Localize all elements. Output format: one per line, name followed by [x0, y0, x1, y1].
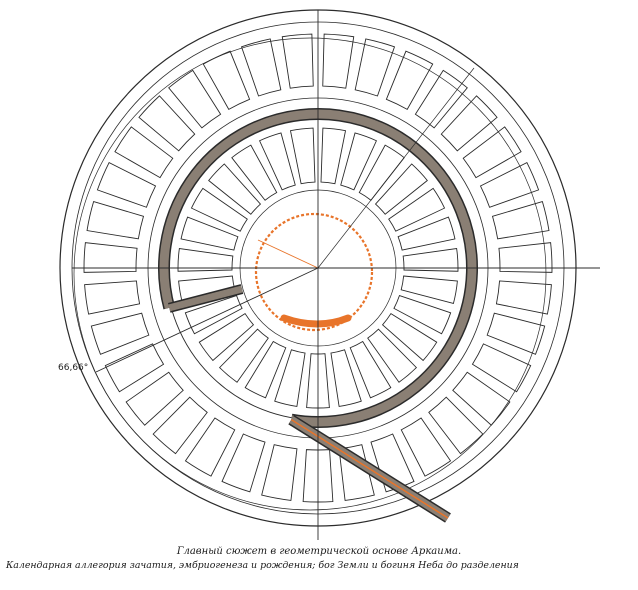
- inner-room-cell: [190, 187, 248, 232]
- inner-room-cell: [320, 127, 347, 185]
- outer-room-cell: [281, 33, 314, 89]
- inner-room-cell: [349, 340, 392, 399]
- outer-room-cell: [202, 50, 251, 110]
- inner-room-cell: [330, 349, 362, 407]
- inner-room-cell: [180, 216, 239, 251]
- spiral-wall-band: [159, 109, 477, 427]
- outer-room-cell: [90, 312, 150, 355]
- outer-room-cell: [184, 417, 236, 477]
- outer-room-cell: [302, 449, 334, 503]
- inner-room-cell: [258, 132, 296, 191]
- inner-room-cell: [208, 163, 262, 215]
- outer-room-cell: [261, 444, 298, 501]
- inner-room-cell: [340, 132, 378, 191]
- inner-room-cell: [402, 248, 459, 272]
- outer-room-cell: [84, 280, 141, 315]
- outer-room-cell: [104, 343, 165, 393]
- angle-line: [95, 267, 319, 373]
- inner-room-cell: [218, 328, 269, 383]
- outer-room-cell: [240, 38, 282, 97]
- inner-room-cell: [198, 312, 255, 362]
- outer-room-cell: [498, 242, 553, 273]
- inner-room-cell: [400, 275, 458, 304]
- outer-room-cell: [495, 280, 552, 315]
- inner-room-cell: [306, 353, 330, 409]
- outer-room-cell: [491, 200, 550, 240]
- outer-room-cell: [354, 38, 396, 97]
- outer-room-cell: [452, 371, 511, 426]
- axis-lines: [72, 10, 600, 540]
- outer-inner-circle: [73, 37, 547, 511]
- inner-room-cell: [374, 163, 428, 215]
- outer-room-cell: [322, 33, 355, 89]
- inner-room-cell: [367, 328, 418, 383]
- spiral-passage-exit-line: [290, 419, 449, 519]
- spiral-wall: [158, 108, 478, 523]
- outer-room-cell: [168, 69, 222, 129]
- caption-subtitle: Календарная аллегория зачатия, эмбриоген…: [6, 560, 519, 571]
- outer-room-cell: [462, 126, 522, 179]
- outer-room-cell: [370, 433, 415, 493]
- inner-room-cell: [393, 294, 452, 335]
- caption-title: Главный сюжет в геометрической основе Ар…: [176, 546, 462, 557]
- inner-room-cell: [397, 216, 456, 251]
- outer-room-cell: [414, 69, 468, 129]
- central-orange-circle: [254, 212, 374, 332]
- outer-room-cell: [221, 433, 266, 493]
- orange-radius-line: [257, 239, 319, 269]
- inner-room-cell: [289, 127, 316, 185]
- spiral-passage-left: [168, 285, 243, 312]
- outer-room-cell: [338, 444, 375, 501]
- inner-room-cell: [388, 187, 446, 232]
- orange-fragment: [280, 314, 352, 328]
- outer-room-cell: [83, 242, 138, 273]
- outer-room-cell: [479, 161, 540, 208]
- outer-room-cell: [125, 371, 184, 426]
- outer-room-cell: [486, 312, 546, 355]
- outer-room-cell: [440, 95, 498, 152]
- inner-room-cell: [244, 340, 287, 399]
- outer-room-cell: [152, 396, 208, 455]
- outer-room-cell: [400, 417, 452, 477]
- inner-room-cell: [231, 144, 278, 201]
- inner-room-cell: [274, 349, 306, 407]
- outer-room-cell: [428, 396, 484, 455]
- orange-dashed-circle: [254, 212, 374, 332]
- inner-room-cell: [177, 248, 234, 272]
- outer-room-cell: [86, 200, 145, 240]
- outer-room-cell: [471, 343, 532, 393]
- outer-room-cell: [114, 126, 174, 179]
- outer-room-cell: [385, 50, 434, 110]
- outer-room-cell: [96, 161, 157, 208]
- angle-label: 66,66°: [58, 363, 89, 373]
- outer-room-cell: [138, 95, 196, 152]
- diagonal-line: [317, 67, 475, 269]
- inner-room-cell: [358, 144, 405, 201]
- inner-room-cell: [381, 312, 438, 362]
